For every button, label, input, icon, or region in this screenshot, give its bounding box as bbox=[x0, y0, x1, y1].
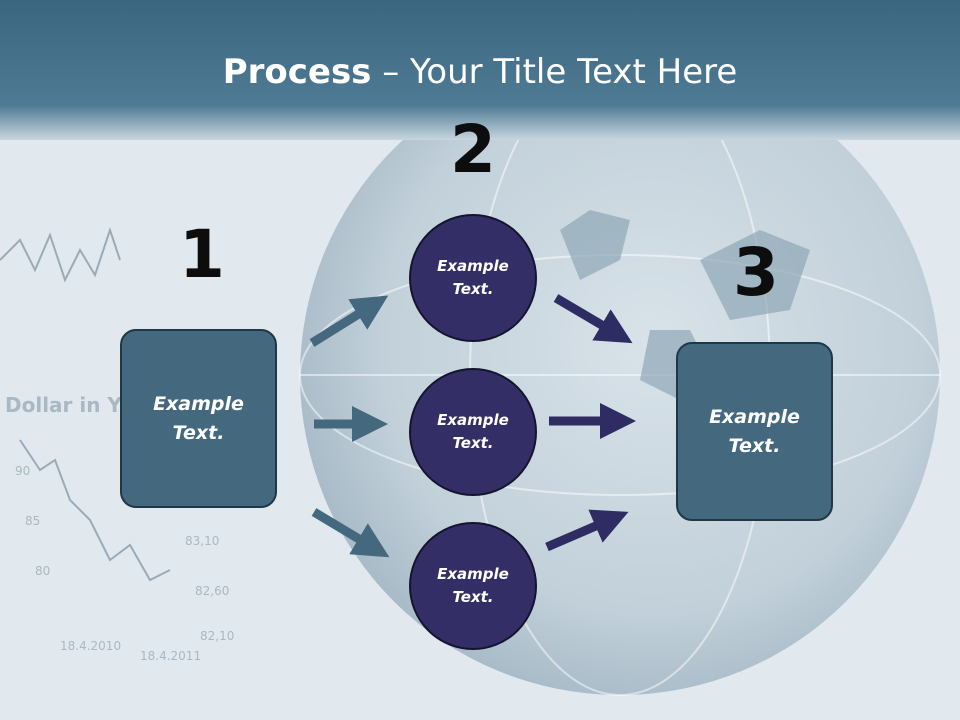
right-box-text: Example Text. bbox=[709, 406, 800, 457]
step-number-2: 2 bbox=[450, 111, 496, 188]
title-rest: – Your Title Text Here bbox=[371, 52, 738, 92]
svg-text:82,10: 82,10 bbox=[200, 629, 234, 643]
step-number-1: 1 bbox=[179, 216, 225, 293]
circle-middle-text: Example Text. bbox=[437, 410, 509, 452]
svg-text:85: 85 bbox=[25, 514, 40, 528]
left-box-text: Example Text. bbox=[153, 393, 244, 444]
page-title: Process – Your Title Text Here bbox=[0, 52, 960, 92]
svg-text:18.4.2011: 18.4.2011 bbox=[140, 649, 201, 663]
circle-bottom[interactable]: Example Text. bbox=[409, 522, 537, 650]
svg-text:90: 90 bbox=[15, 464, 30, 478]
circle-top-text: Example Text. bbox=[437, 256, 509, 298]
svg-text:Dollar in Ye: Dollar in Ye bbox=[5, 393, 134, 417]
svg-text:80: 80 bbox=[35, 564, 50, 578]
svg-text:82,60: 82,60 bbox=[195, 584, 229, 598]
circle-middle[interactable]: Example Text. bbox=[409, 368, 537, 496]
left-box[interactable]: Example Text. bbox=[120, 329, 277, 508]
svg-text:18.4.2010: 18.4.2010 bbox=[60, 639, 121, 653]
right-box[interactable]: Example Text. bbox=[676, 342, 833, 521]
step-number-3: 3 bbox=[733, 234, 779, 311]
svg-text:83,10: 83,10 bbox=[185, 534, 219, 548]
circle-bottom-text: Example Text. bbox=[437, 564, 509, 606]
circle-top[interactable]: Example Text. bbox=[409, 214, 537, 342]
title-bold: Process bbox=[222, 52, 372, 92]
